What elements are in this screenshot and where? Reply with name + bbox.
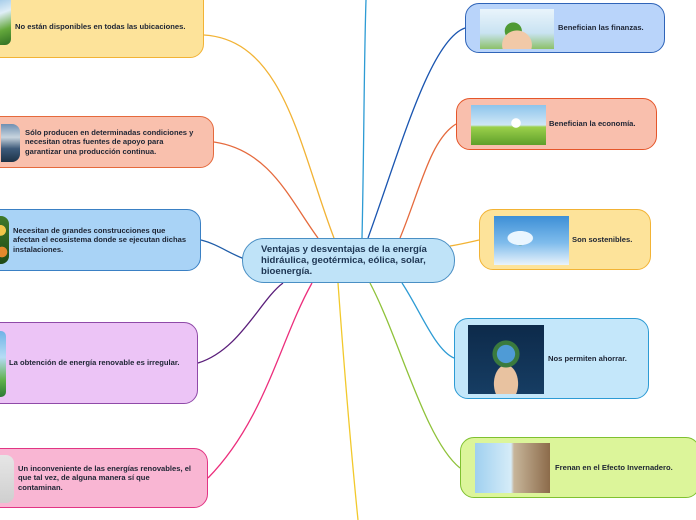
green-energy-photo-icon bbox=[0, 0, 11, 45]
advantage-text-2: Benefician la economía. bbox=[549, 119, 636, 129]
disadvantage-text-3: Necesitan de grandes construcciones que … bbox=[13, 225, 187, 254]
eco-house-hands-icon bbox=[480, 9, 554, 49]
disadvantage-text-5: Un inconveniente de las energías renovab… bbox=[18, 463, 192, 492]
forest-photo-icon bbox=[0, 216, 9, 264]
branch-line-left-4 bbox=[197, 282, 284, 364]
central-topic-title: Ventajas y desventajas de la energía hid… bbox=[261, 243, 427, 278]
branch-line-right-5 bbox=[369, 282, 461, 469]
advantage-text-5: Frenan en el Efecto Invernadero. bbox=[555, 462, 673, 472]
branch-line-right-2 bbox=[399, 123, 457, 239]
branch-line-right-1 bbox=[367, 27, 466, 239]
renewable-photo-icon bbox=[0, 331, 6, 397]
central-topic[interactable]: Ventajas y desventajas de la energía hid… bbox=[242, 238, 455, 283]
house-meadow-icon bbox=[471, 105, 546, 145]
advantage-node-2[interactable]: Benefician la economía. bbox=[456, 98, 657, 150]
advantage-text-3: Son sostenibles. bbox=[572, 234, 633, 244]
disadvantage-node-1[interactable]: No están disponibles en todas las ubicac… bbox=[0, 0, 204, 58]
branch-line-right-4 bbox=[401, 282, 455, 359]
advantage-node-3[interactable]: Son sostenibles. bbox=[479, 209, 651, 270]
advantage-text-4: Nos permiten ahorrar. bbox=[548, 353, 627, 363]
advantage-node-5[interactable]: Frenan en el Efecto Invernadero. bbox=[460, 437, 696, 498]
advantage-node-4[interactable]: Nos permiten ahorrar. bbox=[454, 318, 649, 399]
advantage-node-1[interactable]: Benefician las finanzas. bbox=[465, 3, 665, 53]
earth-in-hand-icon bbox=[468, 325, 544, 394]
branch-line-bottom bbox=[337, 282, 359, 520]
branch-line-left-1 bbox=[203, 34, 335, 239]
advantage-text-1: Benefician las finanzas. bbox=[558, 23, 644, 33]
dam-photo-icon bbox=[1, 124, 20, 162]
pollution-photo-icon bbox=[0, 455, 14, 503]
branch-line-top bbox=[361, 0, 367, 239]
branch-line-right-3 bbox=[449, 239, 480, 247]
disadvantage-text-1: No están disponibles en todas las ubicac… bbox=[15, 22, 186, 32]
disadvantage-text-2: Sólo producen en determinadas condicione… bbox=[25, 127, 194, 156]
disadvantage-node-2[interactable]: Sólo producen en determinadas condicione… bbox=[0, 116, 214, 168]
disadvantage-node-3[interactable]: Necesitan de grandes construcciones que … bbox=[0, 209, 201, 271]
branch-line-left-5 bbox=[207, 282, 313, 479]
wind-vs-factory-icon bbox=[475, 443, 550, 493]
branch-line-left-2 bbox=[213, 141, 319, 239]
disadvantage-node-5[interactable]: Un inconveniente de las energías renovab… bbox=[0, 448, 208, 508]
lightbulb-tree-icon bbox=[494, 216, 569, 265]
disadvantage-text-4: La obtención de energía renovable es irr… bbox=[9, 358, 180, 368]
disadvantage-node-4[interactable]: La obtención de energía renovable es irr… bbox=[0, 322, 198, 404]
